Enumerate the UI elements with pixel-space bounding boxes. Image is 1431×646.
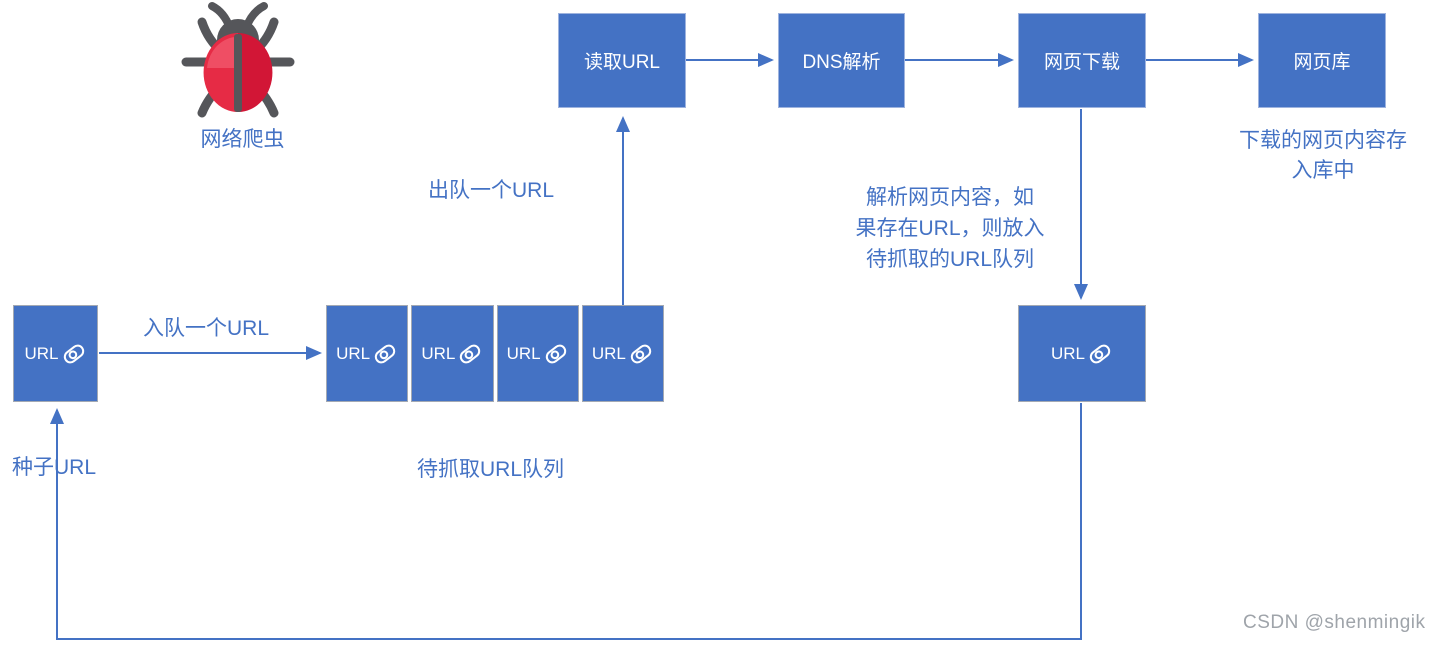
url-label: URL: [591, 343, 626, 363]
url-label: URL: [1050, 343, 1085, 363]
spider-body-right: [238, 33, 273, 112]
queue-caption: 待抓取URL队列: [417, 458, 565, 481]
link-icon: [545, 344, 566, 363]
enqueue-label: 入队一个URL: [143, 317, 270, 340]
spider-body-stripe: [234, 34, 242, 112]
node-dns-resolve: DNS解析: [778, 13, 905, 108]
url-label: URL: [336, 343, 371, 363]
seed-url-label: 种子URL: [12, 456, 97, 479]
spider-body-highlight: [207, 37, 235, 68]
crawler-caption: 网络爬虫: [200, 128, 285, 151]
spider-icon: [181, 2, 295, 118]
link-icon: [374, 344, 396, 363]
url-label: URL: [506, 343, 541, 363]
dequeue-label: 出队一个URL: [428, 179, 555, 202]
node-page-download: 网页下载: [1018, 13, 1146, 108]
node-label: DNS解析: [802, 52, 881, 73]
url-queue: URL URL URL URL: [326, 305, 664, 402]
queue-cell: URL: [496, 305, 579, 402]
queue-cell: URL: [326, 305, 409, 402]
url-label: URL: [24, 343, 59, 363]
parse-note: 解析网页内容，如 果存在URL，则放入 待抓取的URL队列: [855, 186, 1045, 271]
arrow-feedback-loop: [50, 403, 1082, 640]
node-label: 读取URL: [583, 52, 660, 73]
watermark: CSDN @shenmingik: [1243, 612, 1426, 633]
link-icon: [1089, 344, 1111, 363]
link-icon: [63, 344, 84, 363]
url-label: URL: [421, 343, 456, 363]
node-page-repository: 网页库: [1258, 13, 1386, 108]
node-label: 网页库: [1293, 52, 1351, 73]
node-label: 网页下载: [1043, 52, 1120, 73]
queue-cell: URL: [411, 305, 494, 402]
node-seed-url: URL: [13, 305, 98, 402]
node-read-url: 读取URL: [558, 13, 686, 108]
store-note: 下载的网页内容存 入库中: [1239, 129, 1407, 182]
node-parsed-url: URL: [1018, 305, 1146, 402]
link-icon: [460, 344, 481, 363]
queue-cell: URL: [581, 305, 664, 402]
link-icon: [630, 344, 652, 363]
